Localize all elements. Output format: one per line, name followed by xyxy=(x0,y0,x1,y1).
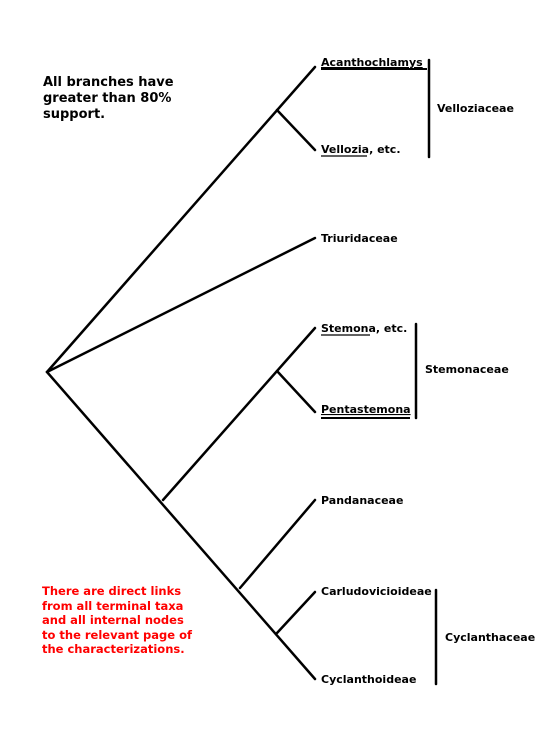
taxon-triuridaceae[interactable]: Triuridaceae xyxy=(321,232,398,245)
taxon-pandanaceae[interactable]: Pandanaceae xyxy=(321,494,403,507)
support-note-line-3: support. xyxy=(43,107,106,122)
taxon-stemona[interactable]: Stemona, etc. xyxy=(321,322,407,335)
branch-velloziaceae-clade[interactable] xyxy=(45,65,317,374)
taxon-acanthochlamys-link[interactable]: Acanthochlamys xyxy=(321,56,423,69)
branch-vellozia-node[interactable] xyxy=(275,108,317,152)
links-note-line-1: There are direct links xyxy=(42,584,182,598)
taxon-pentastemona-link[interactable]: Pentastemona xyxy=(321,403,411,416)
taxon-cyclanthoideae[interactable]: Cyclanthoideae xyxy=(321,673,416,686)
taxon-vellozia[interactable]: Vellozia, etc. xyxy=(321,143,401,156)
links-note-line-4: to the relevant page of xyxy=(42,627,192,642)
branch-lower-clade[interactable] xyxy=(45,370,317,681)
branch-triuridaceae[interactable] xyxy=(45,236,317,374)
branch-carludovicioideae[interactable] xyxy=(275,590,317,635)
support-note-line-1: All branches have xyxy=(43,75,174,90)
links-note: There are direct links from all terminal… xyxy=(42,584,242,657)
support-note-line-2: greater than 80% xyxy=(43,91,172,106)
branch-pentastemona-node[interactable] xyxy=(275,369,317,414)
support-note: All branches have greater than 80% suppo… xyxy=(43,75,193,123)
taxon-carludovicioideae[interactable]: Carludovicioideae xyxy=(321,585,432,598)
links-note-line-2: from all terminal taxa xyxy=(42,598,184,613)
links-note-line-5: the characterizations. xyxy=(42,642,185,656)
branch-stemonaceae-clade[interactable] xyxy=(161,326,317,502)
taxon-stemona-link[interactable]: Stemona xyxy=(321,322,376,335)
family-label-velloziaceae[interactable]: Velloziaceae xyxy=(437,102,514,115)
family-label-stemonaceae[interactable]: Stemonaceae xyxy=(425,363,509,376)
branch-pandanaceae[interactable] xyxy=(238,498,317,590)
taxon-vellozia-link[interactable]: Vellozia xyxy=(321,143,369,156)
taxon-vellozia-suffix: , etc. xyxy=(369,143,400,156)
links-note-line-3: and all internal nodes xyxy=(42,613,184,627)
taxon-stemona-suffix: , etc. xyxy=(376,322,407,335)
family-label-cyclanthaceae[interactable]: Cyclanthaceae xyxy=(445,631,535,644)
